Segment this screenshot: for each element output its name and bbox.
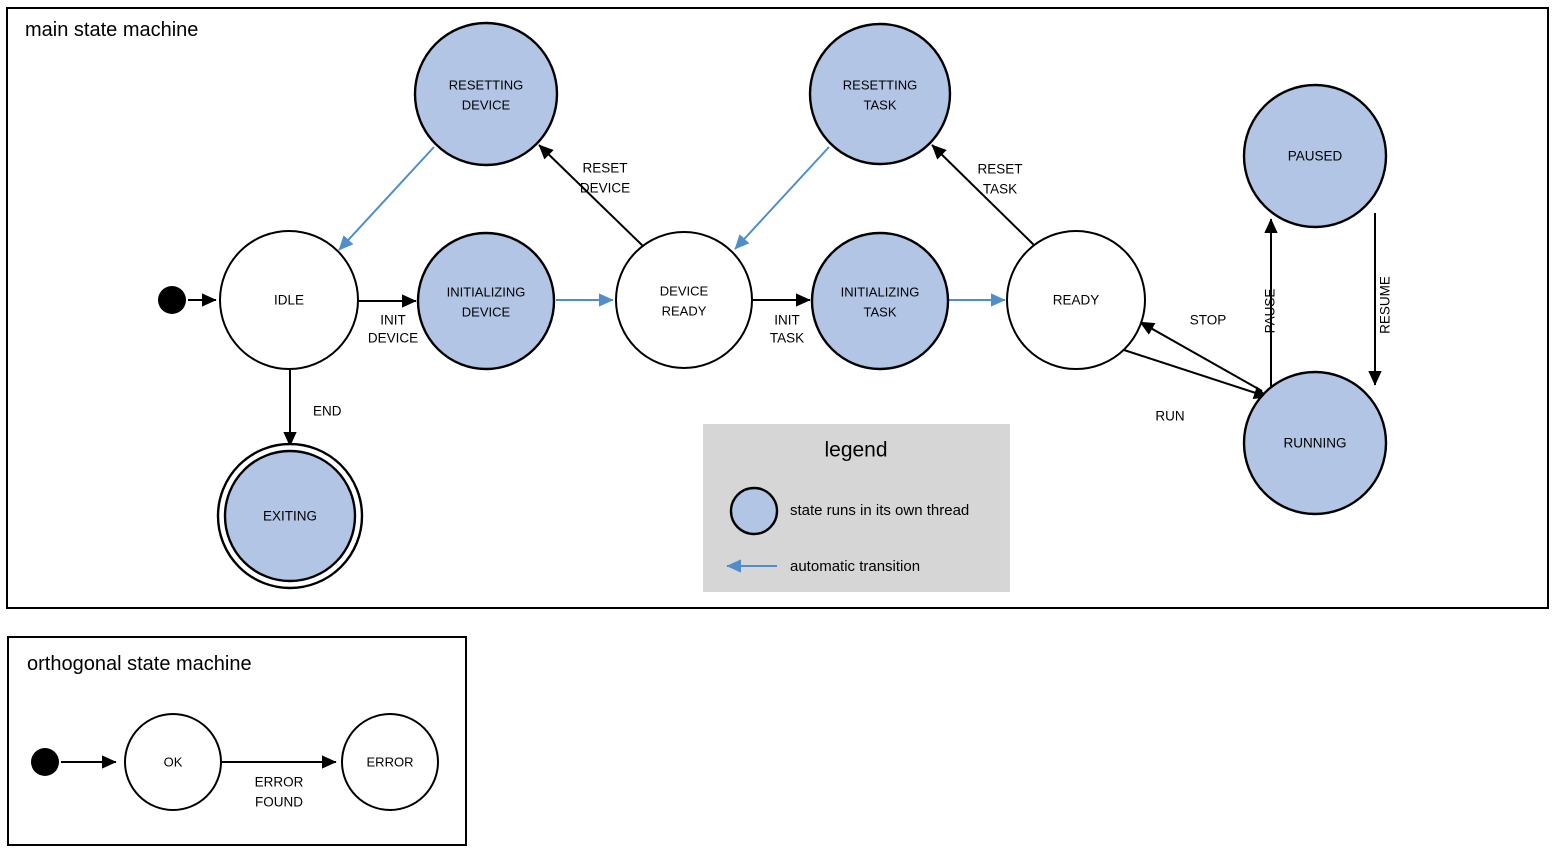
transition-label-reset-task-line2: TASK <box>983 182 1017 197</box>
transition-running-to-ready <box>1139 321 1263 392</box>
state-ready-label: READY <box>1053 293 1100 308</box>
state-ready[interactable]: READY <box>1006 230 1146 370</box>
state-initializing-task[interactable]: INITIALIZING TASK <box>810 231 950 371</box>
transition-label-run: RUN <box>1155 409 1184 424</box>
transition-label-stop: STOP <box>1190 313 1227 328</box>
state-resetting-device-label-line1: RESETTING <box>449 77 523 92</box>
transition-resetting-device-to-idle <box>338 146 435 251</box>
state-running-label: RUNNING <box>1284 436 1347 451</box>
transition-label-error-found-line2: FOUND <box>255 795 303 810</box>
state-resetting-device-shape[interactable] <box>413 21 559 167</box>
state-paused-label: PAUSED <box>1288 149 1343 164</box>
state-error[interactable]: ERROR <box>341 713 439 811</box>
state-initializing-device-label-line1: INITIALIZING <box>447 284 526 299</box>
transition-label-init-task-line1: INIT <box>774 313 800 328</box>
transition-label-init-task-line2: TASK <box>770 331 804 346</box>
orthogonal-state-machine-frame: orthogonal state machine ERROR FOUND OK … <box>7 636 467 846</box>
state-ready-shape[interactable] <box>1006 230 1146 370</box>
state-resetting-task-label-line1: RESETTING <box>843 77 917 92</box>
state-initializing-task-label-line1: INITIALIZING <box>841 284 920 299</box>
main-states: IDLE INITIALIZING DEVICE RESETTING DEVIC… <box>158 21 1388 590</box>
state-exiting-shape[interactable] <box>223 449 357 583</box>
state-initializing-device-label-line2: DEVICE <box>462 304 511 319</box>
transition-resetting-task-to-device-ready <box>734 146 830 250</box>
transition-label-resume: RESUME <box>1378 276 1393 334</box>
transition-label-reset-task-line1: RESET <box>977 162 1022 177</box>
state-error-label: ERROR <box>367 754 414 769</box>
legend: legend state runs in its own thread auto… <box>703 424 1010 592</box>
state-resetting-device[interactable]: RESETTING DEVICE <box>413 21 559 167</box>
state-resetting-task-label-line2: TASK <box>864 97 897 112</box>
transition-label-reset-device-line2: DEVICE <box>580 181 630 196</box>
state-initializing-task-shape[interactable] <box>810 231 950 371</box>
state-resetting-task-shape[interactable] <box>808 22 952 166</box>
state-device-ready-label-line2: READY <box>662 303 707 318</box>
transition-label-init-device-line2: DEVICE <box>368 331 418 346</box>
state-ok[interactable]: OK <box>124 713 222 811</box>
state-running-shape[interactable] <box>1242 370 1388 516</box>
state-exiting-label: EXITING <box>263 509 317 524</box>
initial-pseudostate-orthogonal <box>31 748 59 776</box>
state-ok-label: OK <box>164 754 183 769</box>
state-error-shape[interactable] <box>341 713 439 811</box>
transition-ready-to-resetting-task <box>931 144 1037 248</box>
legend-thread-state-icon <box>729 486 779 536</box>
state-running[interactable]: RUNNING <box>1242 370 1388 516</box>
initial-pseudostate-main <box>158 286 186 314</box>
state-idle-shape[interactable] <box>219 230 359 370</box>
state-initializing-device-shape[interactable] <box>416 231 556 371</box>
state-idle-label: IDLE <box>274 293 304 308</box>
state-resetting-device-label-line2: DEVICE <box>462 97 511 112</box>
state-device-ready-label-line1: DEVICE <box>660 283 709 298</box>
main-frame-title: main state machine <box>25 19 198 41</box>
transition-label-error-found-line1: ERROR <box>255 775 304 790</box>
transition-label-end: END <box>313 404 342 419</box>
orthogonal-frame-title: orthogonal state machine <box>27 653 252 675</box>
state-initializing-device[interactable]: INITIALIZING DEVICE <box>416 231 556 371</box>
state-initializing-task-label-line2: TASK <box>864 304 897 319</box>
legend-title: legend <box>824 439 887 462</box>
transition-label-init-device-line1: INIT <box>380 313 406 328</box>
state-resetting-task[interactable]: RESETTING TASK <box>808 22 952 166</box>
transition-device-ready-to-resetting-device <box>538 144 646 249</box>
state-idle[interactable]: IDLE <box>219 230 359 370</box>
state-paused[interactable]: PAUSED <box>1242 83 1388 229</box>
state-device-ready[interactable]: DEVICE READY <box>615 231 753 369</box>
transition-label-reset-device-line1: RESET <box>582 161 627 176</box>
transition-ready-to-running <box>1123 349 1269 399</box>
state-paused-shape[interactable] <box>1242 83 1388 229</box>
main-transitions: INIT DEVICE RESET DEVICE INIT TASK RESET… <box>188 144 1393 447</box>
transition-label-pause: PAUSE <box>1263 289 1278 334</box>
legend-item-thread-label: state runs in its own thread <box>790 502 969 519</box>
state-exiting[interactable]: EXITING <box>216 442 364 590</box>
state-ok-shape[interactable] <box>124 713 222 811</box>
legend-item-automatic-label: automatic transition <box>790 558 920 575</box>
state-device-ready-shape[interactable] <box>615 231 753 369</box>
